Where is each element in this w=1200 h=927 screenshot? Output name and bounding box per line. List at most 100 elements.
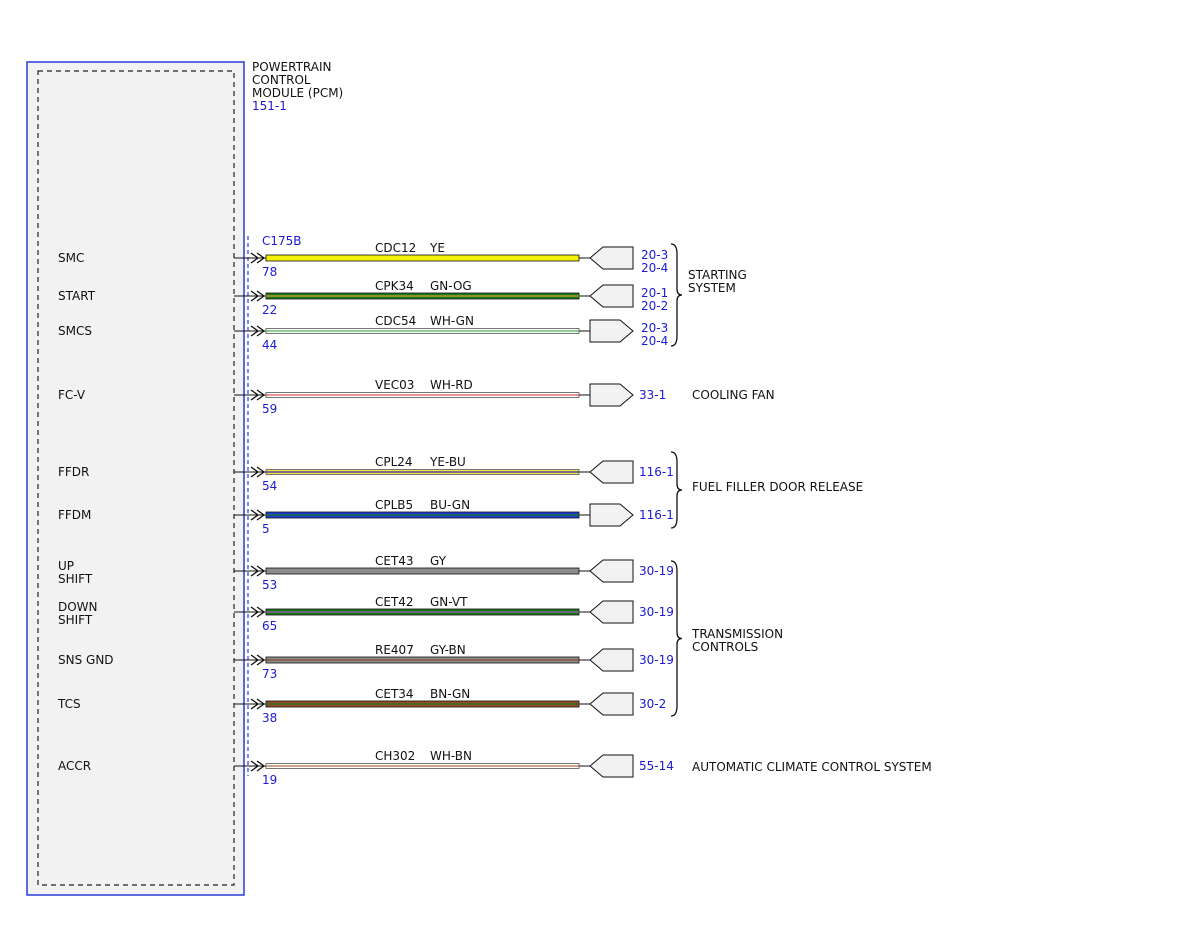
destination-ref[interactable]: 116-1: [639, 465, 674, 479]
destination-ref[interactable]: 55-14: [639, 759, 674, 773]
destination-ref[interactable]: 30-19: [639, 564, 674, 578]
destination-ref[interactable]: 33-1: [639, 388, 666, 402]
wire-color-code: WH-RD: [430, 378, 473, 392]
connector-icon[interactable]: [589, 460, 634, 484]
wire-color-code: BU-GN: [430, 498, 470, 512]
signal-label: SHIFT: [58, 613, 93, 627]
destination-ref[interactable]: 20-3: [641, 321, 668, 335]
wire-color-code: GY: [430, 554, 447, 568]
destination-ref[interactable]: 20-3: [641, 248, 668, 262]
signal-label: UP: [58, 559, 74, 573]
group-label: FUEL FILLER DOOR RELEASE: [692, 480, 863, 494]
pin-number[interactable]: 73: [262, 667, 277, 681]
signal-label: FFDM: [58, 508, 91, 522]
pin-number[interactable]: 22: [262, 303, 277, 317]
pin-arrow-icon: [250, 509, 260, 521]
connector-icon[interactable]: [589, 503, 634, 527]
destination-ref[interactable]: 30-19: [639, 605, 674, 619]
destination-ref[interactable]: 20-1: [641, 286, 668, 300]
pin-arrow-icon: [250, 565, 260, 577]
pcm-module-inner-dashed: [37, 70, 235, 886]
signal-label: START: [58, 289, 96, 303]
pin-arrow-icon: [256, 509, 266, 521]
destination-ref[interactable]: 20-2: [641, 299, 668, 313]
signal-label: DOWN: [58, 600, 98, 614]
group: COOLING FAN: [692, 388, 775, 402]
signal-label: ACCR: [58, 759, 91, 773]
destination-ref[interactable]: 116-1: [639, 508, 674, 522]
pin-arrow-icon: [256, 290, 266, 302]
connector-icon[interactable]: [589, 648, 634, 672]
pin-arrow-icon: [256, 252, 266, 264]
connector-icon[interactable]: [589, 692, 634, 716]
connector-icon[interactable]: [589, 319, 634, 343]
group: FUEL FILLER DOOR RELEASE: [670, 451, 863, 529]
circuit-id: CPLB5: [375, 498, 413, 512]
group: AUTOMATIC CLIMATE CONTROL SYSTEM: [692, 760, 932, 774]
connector-icon[interactable]: [589, 383, 634, 407]
pin-number[interactable]: 65: [262, 619, 277, 633]
pin-number[interactable]: 53: [262, 578, 277, 592]
circuit-id: CH302: [375, 749, 415, 763]
group-label: COOLING FAN: [692, 388, 775, 402]
pin-number[interactable]: 5: [262, 522, 270, 536]
pin-arrow-icon: [250, 389, 260, 401]
destination-ref[interactable]: 20-4: [641, 334, 668, 348]
destination-ref[interactable]: 20-4: [641, 261, 668, 275]
pin-number[interactable]: 44: [262, 338, 277, 352]
destination-ref[interactable]: 30-19: [639, 653, 674, 667]
pin-arrow-icon: [256, 389, 266, 401]
pin-number[interactable]: 19: [262, 773, 277, 787]
module-ref[interactable]: 151-1: [252, 99, 287, 113]
wire-color-code: WH-BN: [430, 749, 472, 763]
pin-number[interactable]: 59: [262, 402, 277, 416]
pin-arrow-icon: [256, 466, 266, 478]
connector-icon[interactable]: [589, 754, 634, 778]
connector-id[interactable]: C175B: [262, 234, 302, 248]
pin-arrow-icon: [256, 606, 266, 618]
group-label: CONTROLS: [692, 640, 758, 654]
circuit-id: CET42: [375, 595, 414, 609]
destination-ref[interactable]: 30-2: [639, 697, 666, 711]
pin-arrow-icon: [250, 290, 260, 302]
pin-number[interactable]: 38: [262, 711, 277, 725]
connector-icon[interactable]: [589, 284, 634, 308]
pin-arrow-icon: [250, 325, 260, 337]
signal-label: FFDR: [58, 465, 89, 479]
group-brace: [670, 243, 683, 347]
pin-number[interactable]: 54: [262, 479, 277, 493]
circuit-id: CET34: [375, 687, 414, 701]
wire-color-code: WH-GN: [430, 314, 474, 328]
circuit-id: CDC12: [375, 241, 416, 255]
module-title: POWERTRAIN CONTROL MODULE (PCM): [252, 60, 343, 100]
signal-label: SNS GND: [58, 653, 114, 667]
pcm-module-outline[interactable]: [26, 61, 245, 896]
wire-color-code: YE: [429, 241, 445, 255]
pin-number[interactable]: 78: [262, 265, 277, 279]
wire-color-code: YE-BU: [429, 455, 466, 469]
signal-label: SHIFT: [58, 572, 93, 586]
group-label: TRANSMISSION: [691, 627, 783, 641]
pin-arrow-icon: [256, 760, 266, 772]
connector-icon[interactable]: [589, 246, 634, 270]
circuit-id: CDC54: [375, 314, 416, 328]
wire-body[interactable]: [265, 567, 580, 575]
connector-icon[interactable]: [589, 559, 634, 583]
wire-body[interactable]: [265, 254, 580, 262]
connector-icon[interactable]: [589, 600, 634, 624]
circuit-id: CET43: [375, 554, 414, 568]
pin-arrow-icon: [256, 325, 266, 337]
signal-label: TCS: [57, 697, 81, 711]
wire-color-code: BN-GN: [430, 687, 470, 701]
